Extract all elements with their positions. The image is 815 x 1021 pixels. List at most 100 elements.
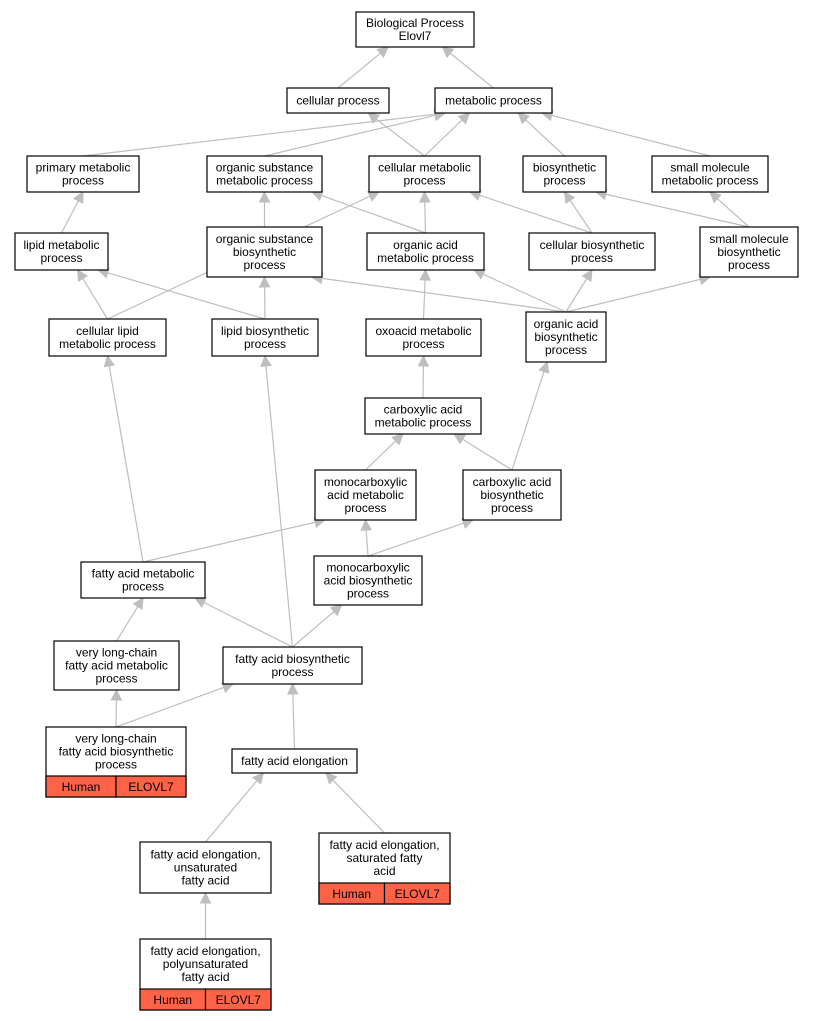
edge-fa_bio-to-lipid_bio	[260, 354, 294, 648]
edge-line	[265, 365, 294, 648]
annotation-cell	[115, 775, 187, 798]
node-label-line: process	[95, 672, 137, 686]
edge-line	[479, 194, 593, 234]
edge-line	[565, 278, 588, 313]
node-fa-elong-sat[interactable]: fatty acid elongation,saturated fattyaci…	[318, 832, 451, 905]
edge-arrowhead	[258, 190, 271, 203]
edge-monocarb_met-to-carbox_met	[365, 433, 404, 471]
node-label-line: lipid biosynthetic	[221, 324, 309, 338]
node-label-line: process	[122, 580, 164, 594]
node-label-line: acid	[373, 864, 395, 878]
node-box	[222, 646, 363, 685]
node-label-line: primary metabolic	[36, 160, 131, 174]
node-label-line: process	[402, 337, 444, 351]
node-label-line: fatty acid elongation,	[150, 847, 260, 861]
edge-line	[367, 522, 464, 557]
edge-fa_met-to-monocarb_met	[142, 516, 327, 563]
node-label-line: acid biosynthetic	[324, 574, 413, 588]
edge-line	[82, 113, 436, 157]
edge-line	[321, 194, 426, 234]
annotation-gene: ELOVL7	[383, 882, 451, 905]
annotation-gene: ELOVL7	[204, 988, 272, 1011]
node-label-line: cellular metabolic	[378, 160, 471, 174]
node-box	[48, 318, 167, 357]
node-label-line: cellular biosynthetic	[540, 238, 645, 252]
edge-lipid_bio-to-orgsub_bio	[258, 275, 271, 320]
edge-smallmol_met-to-metabolic	[540, 109, 711, 157]
edge-metabolic-to-bp	[441, 46, 494, 89]
edge-arrowhead	[110, 688, 123, 701]
edge-line	[551, 114, 711, 157]
edge-arrowhead	[77, 269, 89, 282]
node-label-line: fatty acid biosynthetic	[59, 745, 174, 759]
node-box	[522, 155, 607, 193]
node-cellular[interactable]: cellular process	[286, 87, 390, 114]
edge-line	[365, 440, 397, 471]
edge-line	[482, 273, 567, 313]
node-label-line: polyunsaturated	[163, 957, 248, 971]
node-label-line: metabolic process	[59, 337, 156, 351]
edge-line	[82, 278, 109, 320]
edge-cell_met-to-metabolic	[424, 112, 471, 157]
edge-arrowhead	[367, 112, 381, 124]
node-label-line: small molecule	[709, 232, 789, 246]
node-label-line: organic acid	[393, 238, 458, 252]
node-label-line: metabolic process	[375, 416, 472, 430]
edge-fa_bio-to-fa_met	[194, 597, 293, 648]
edge-vlc_met-to-fa_met	[115, 597, 144, 642]
edge-arrowhead	[709, 191, 722, 204]
annotation-gene: ELOVL7	[115, 775, 187, 798]
node-fa-elong-poly[interactable]: fatty acid elongation,polyunsaturatedfat…	[139, 938, 272, 1011]
edge-cellular-to-bp	[337, 46, 389, 89]
node-box	[314, 469, 417, 521]
edge-cell_met-to-cellular	[367, 112, 425, 157]
node-box	[14, 232, 109, 271]
node-label-line: metabolic process	[216, 174, 313, 188]
node-label-line: biosynthetic	[534, 330, 597, 344]
node-label-line: organic acid	[534, 317, 599, 331]
edge-monocarb_bio-to-monocarb_met	[360, 518, 373, 557]
node-box	[651, 155, 769, 193]
edge-arrowhead	[252, 772, 265, 785]
node-metabolic[interactable]: metabolic process	[434, 87, 553, 114]
node-label-line: biosynthetic	[533, 160, 596, 174]
edge-orgacid_met-to-cell_met	[418, 190, 431, 234]
node-fa-elong[interactable]: fatty acid elongation	[231, 748, 358, 774]
node-label-line: biosynthetic	[717, 245, 780, 259]
annotation-species: Human	[139, 988, 207, 1011]
node-label-line: metabolic process	[445, 94, 542, 108]
edge-arrowhead	[376, 46, 389, 59]
node-label-line: process	[344, 501, 386, 515]
node-label-line: metabolic process	[662, 174, 759, 188]
node-label-line: Biological Process	[366, 16, 464, 30]
node-label-line: fatty acid metabolic	[65, 659, 168, 673]
edge-arrowhead	[581, 269, 593, 282]
edge-line	[292, 693, 296, 750]
edge-vlc_bio-to-vlc_met	[110, 688, 123, 728]
